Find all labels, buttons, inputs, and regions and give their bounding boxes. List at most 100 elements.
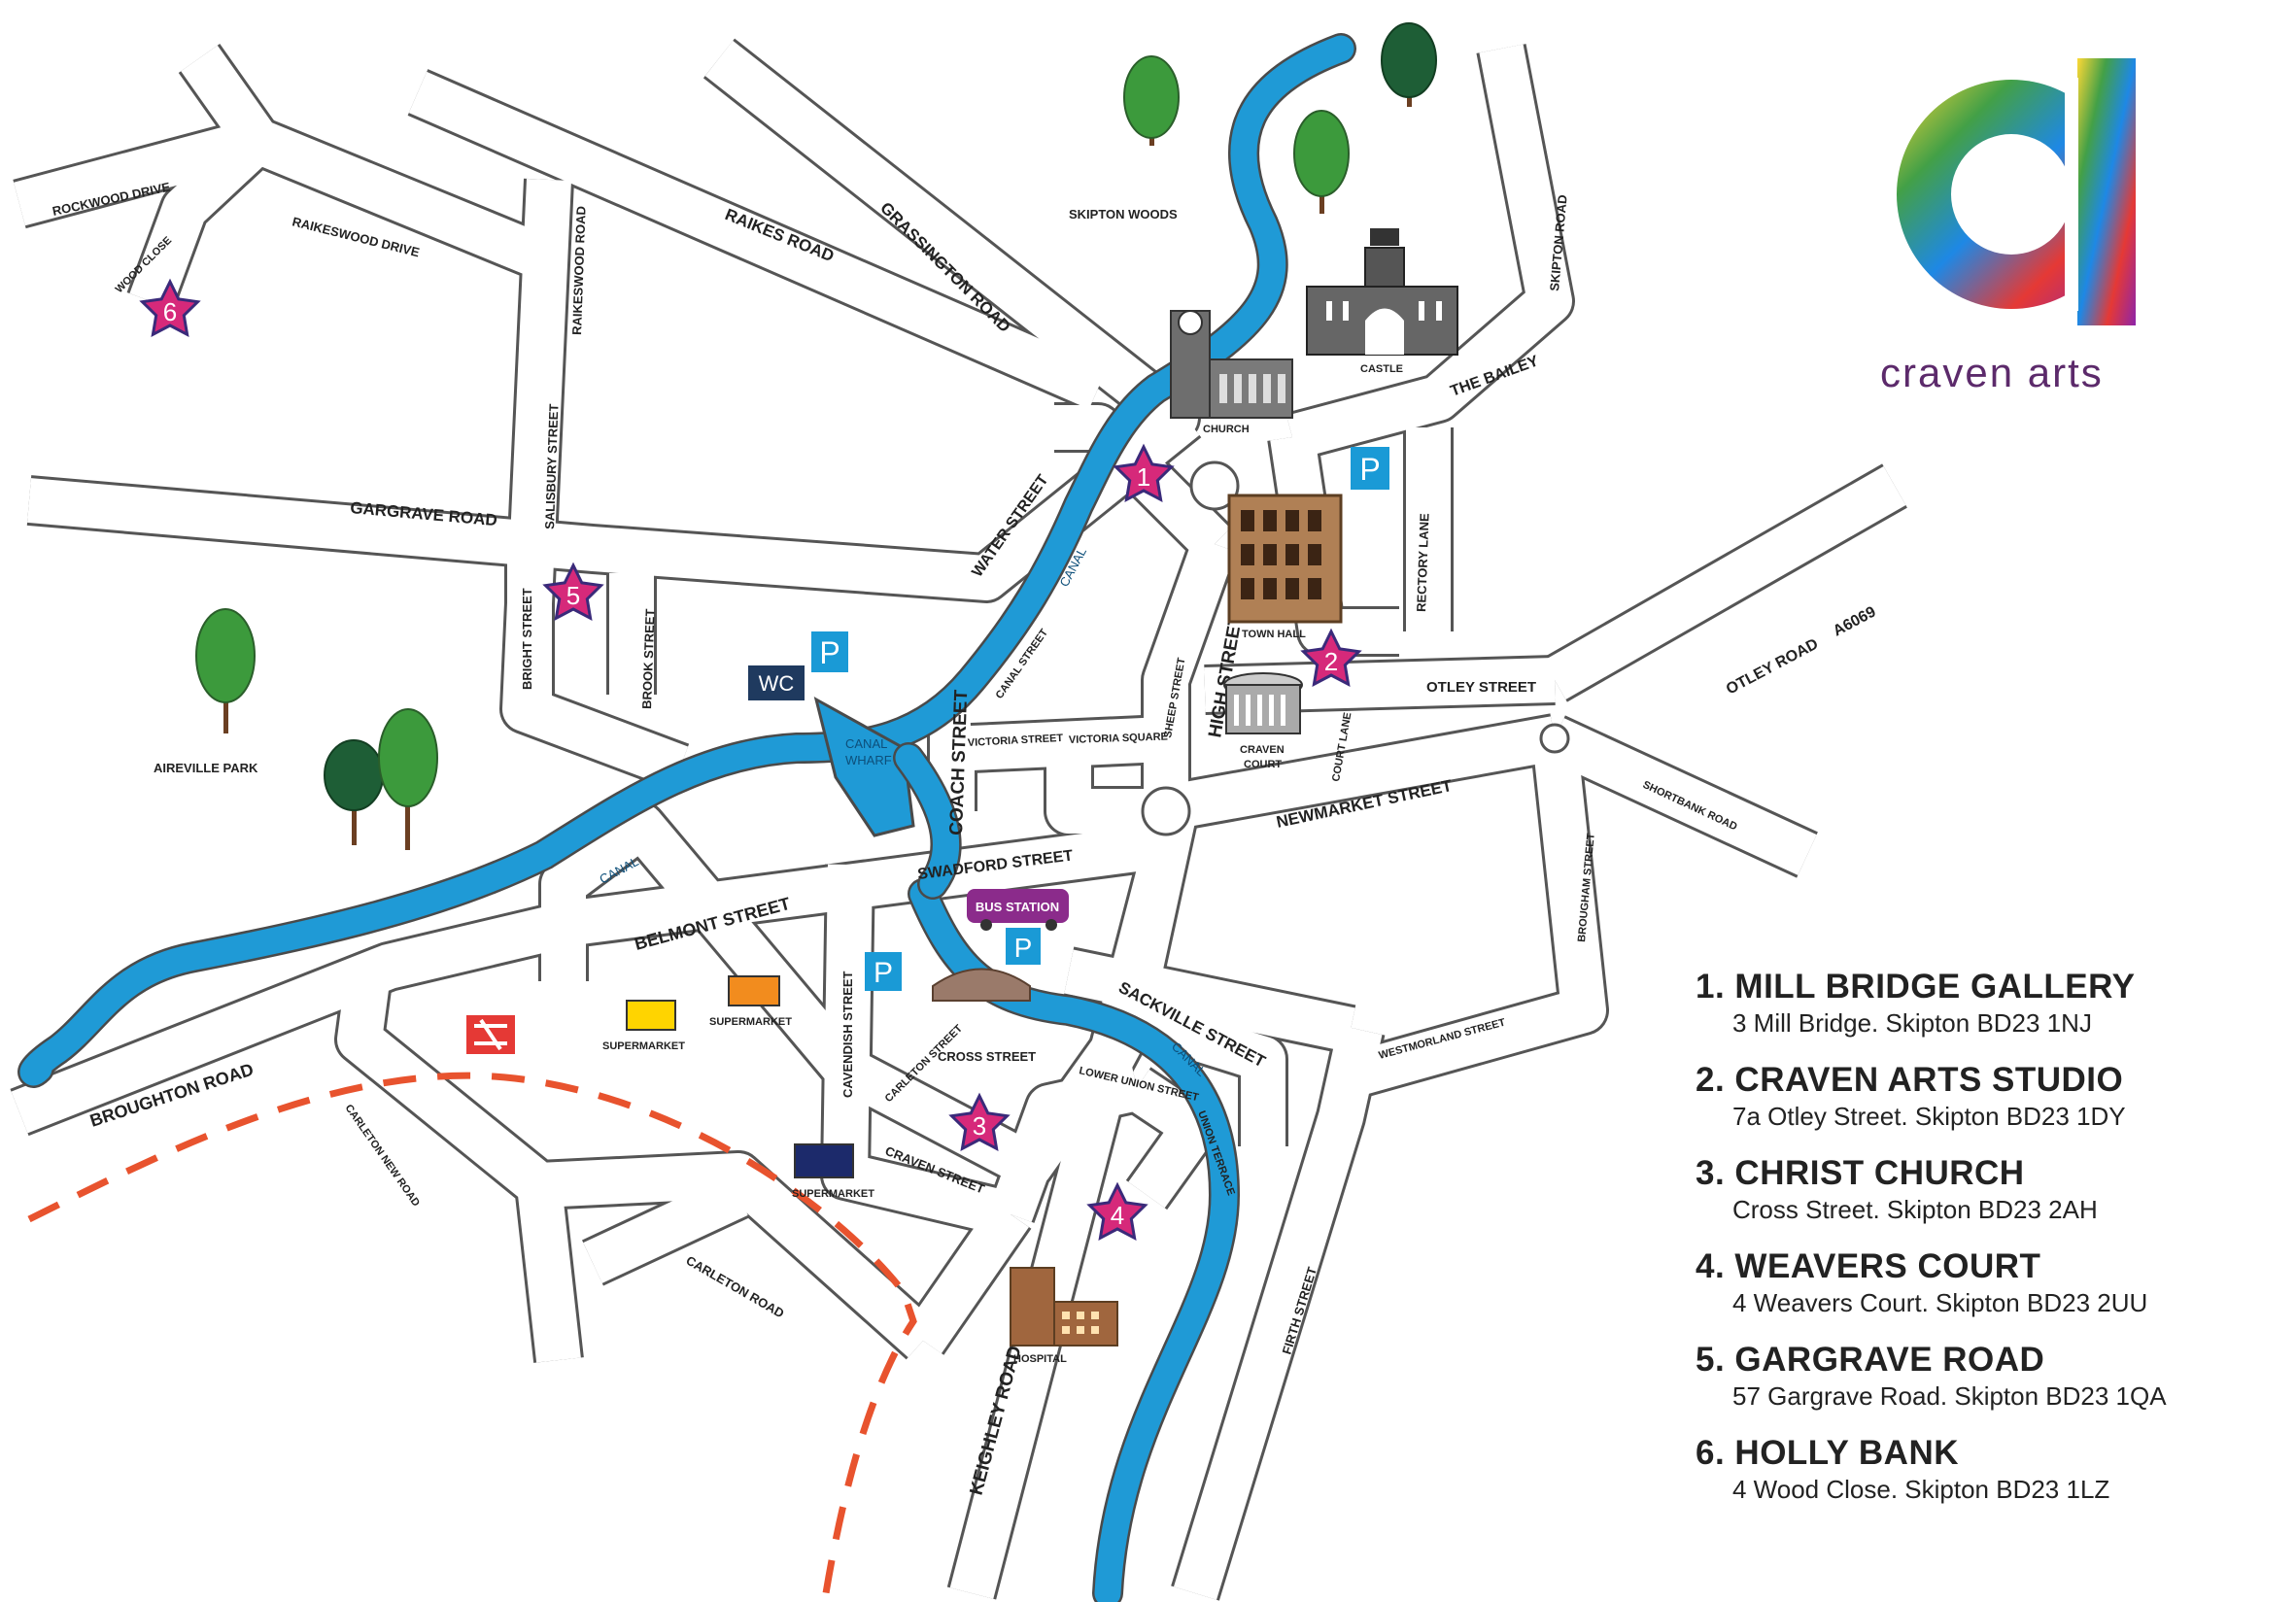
craven-court-building: CRAVEN COURT (1223, 672, 1303, 770)
coach-street-label: COACH STREET (946, 689, 972, 835)
venue-name: 4. WEAVERS COURT (1696, 1247, 2041, 1285)
brook-street-label: BROOK STREET (639, 608, 658, 709)
tree-icon (1293, 110, 1350, 214)
supermarkets: SUPERMARKET SUPERMARKET SUPERMARKET (602, 975, 874, 1200)
railway-line (27, 1072, 917, 1594)
venue-address: 4 Wood Close. Skipton BD23 1LZ (1732, 1475, 2110, 1504)
star-number: 5 (566, 581, 580, 610)
hospital-building: HOSPITAL (1010, 1267, 1118, 1365)
hospital-label: HOSPITAL (1013, 1353, 1067, 1365)
craven-court-label-2: COURT (1244, 759, 1282, 770)
tree-icon (324, 739, 384, 845)
supermarket-icon (794, 1143, 854, 1178)
supermarket-icon (728, 975, 780, 1006)
roundabout-south (1141, 786, 1191, 836)
star-number: 4 (1111, 1201, 1124, 1230)
bus-icon (967, 889, 1069, 923)
venue-address: 3 Mill Bridge. Skipton BD23 1NJ (1732, 1008, 2092, 1038)
tree-icon (378, 708, 438, 850)
church-building: CHURCH (1170, 310, 1293, 435)
victoria-street-label: VICTORIA STREET (968, 733, 1064, 749)
parking-icon: P (1006, 928, 1041, 965)
town-hall-label: TOWN HALL (1242, 629, 1306, 640)
canal-wharf-label-1: CANAL (845, 736, 887, 751)
star-number: 3 (973, 1111, 986, 1141)
venue-name: 2. CRAVEN ARTS STUDIO (1696, 1061, 2124, 1099)
bus-station-label: BUS STATION (976, 900, 1059, 914)
star-number: 1 (1137, 462, 1150, 492)
svg-text:P: P (819, 635, 840, 670)
aireville-park-label: AIREVILLE PARK (154, 761, 258, 775)
otley-road-label: OTLEY ROAD (1724, 635, 1821, 698)
venue-name: 5. GARGRAVE ROAD (1696, 1341, 2045, 1379)
supermarket-label-1: SUPERMARKET (602, 1040, 685, 1052)
venue-name: 1. MILL BRIDGE GALLERY (1696, 968, 2136, 1006)
supermarket-label-2: SUPERMARKET (709, 1016, 792, 1028)
tree-icon (1123, 55, 1180, 146)
clock-icon (1178, 310, 1203, 335)
venue-star-3[interactable]: 3 (948, 1092, 1011, 1152)
a6069-label: A6069 (1831, 603, 1879, 639)
venue-markers: 1 2 3 4 5 6 (139, 278, 1362, 1242)
bright-street-label: BRIGHT STREET (520, 588, 534, 690)
town-hall-building: TOWN HALL (1227, 494, 1343, 640)
venue-star-4[interactable]: 4 (1086, 1181, 1148, 1242)
venue-address: 4 Weavers Court. Skipton BD23 2UU (1732, 1288, 2148, 1317)
cross-street-label: CROSS STREET (938, 1049, 1036, 1064)
otley-street-label: OTLEY STREET (1426, 679, 1536, 696)
rectory-lane-label: RECTORY LANE (1414, 513, 1432, 612)
supermarket-label-3: SUPERMARKET (792, 1188, 874, 1200)
castle-building: CASTLE (1306, 228, 1458, 375)
craven-court-label-1: CRAVEN (1240, 744, 1285, 756)
venue-star-2[interactable]: 2 (1300, 628, 1362, 688)
cavendish-street-label: CAVENDISH STREET (840, 971, 855, 1098)
raikeswood-road-label: RAIKESWOOD ROAD (569, 206, 589, 335)
svg-text:P: P (874, 957, 893, 989)
roundabout-east (1539, 723, 1570, 754)
venue-address: 57 Gargrave Road. Skipton BD23 1QA (1732, 1381, 2167, 1411)
church-label: CHURCH (1203, 424, 1250, 435)
carleton-new-road-label: CARLETON NEW ROAD (343, 1103, 423, 1209)
parking-icon: P (865, 952, 902, 991)
supermarket-icon (626, 1000, 676, 1031)
star-number: 2 (1324, 647, 1338, 676)
craven-arts-logo (1897, 58, 2136, 325)
parking-icon: P (1351, 447, 1389, 490)
mill-bridge-icon (932, 968, 1031, 1002)
wc-label: WC (759, 671, 795, 696)
venue-name: 3. CHRIST CHURCH (1696, 1154, 2025, 1192)
roundabout-north (1189, 460, 1240, 511)
parking-icons: P P P P (811, 447, 1389, 991)
victoria-square-label: VICTORIA SQUARE (1069, 731, 1168, 746)
legend-item-2[interactable]: 2. CRAVEN ARTS STUDIO 7a Otley Street. S… (1696, 1060, 2279, 1132)
legend-item-6[interactable]: 6. HOLLY BANK 4 Wood Close. Skipton BD23… (1696, 1433, 2279, 1505)
brand-name: craven arts (1880, 350, 2104, 395)
canal-wharf-label-2: WHARF (845, 753, 892, 767)
star-number: 6 (163, 297, 177, 326)
bus-station: BUS STATION (967, 889, 1069, 931)
wc-sign: WC (748, 665, 805, 700)
venue-address: Cross Street. Skipton BD23 2AH (1732, 1195, 2098, 1224)
canal-wharf-basin (813, 697, 915, 837)
venue-address: 7a Otley Street. Skipton BD23 1DY (1732, 1102, 2126, 1131)
tree-icon (1381, 22, 1437, 107)
salisbury-street-label: SALISBURY STREET (542, 403, 562, 529)
legend-item-3[interactable]: 3. CHRIST CHURCH Cross Street. Skipton B… (1696, 1153, 2279, 1225)
venue-legend: 1. MILL BRIDGE GALLERY 3 Mill Bridge. Sk… (1696, 967, 2279, 1526)
venue-star-5[interactable]: 5 (542, 562, 604, 622)
legend-item-1[interactable]: 1. MILL BRIDGE GALLERY 3 Mill Bridge. Sk… (1696, 967, 2279, 1039)
trees (195, 22, 1437, 850)
svg-text:P: P (1014, 933, 1033, 963)
station-icon (466, 1015, 515, 1054)
venue-star-6[interactable]: 6 (139, 278, 201, 338)
legend-item-4[interactable]: 4. WEAVERS COURT 4 Weavers Court. Skipto… (1696, 1246, 2279, 1318)
road-network (10, 38, 1907, 1601)
parking-icon: P (811, 631, 848, 672)
castle-label: CASTLE (1360, 363, 1403, 375)
venue-name: 6. HOLLY BANK (1696, 1434, 1959, 1472)
svg-text:P: P (1359, 452, 1380, 487)
venue-star-1[interactable]: 1 (1113, 443, 1175, 503)
legend-item-5[interactable]: 5. GARGRAVE ROAD 57 Gargrave Road. Skipt… (1696, 1340, 2279, 1412)
